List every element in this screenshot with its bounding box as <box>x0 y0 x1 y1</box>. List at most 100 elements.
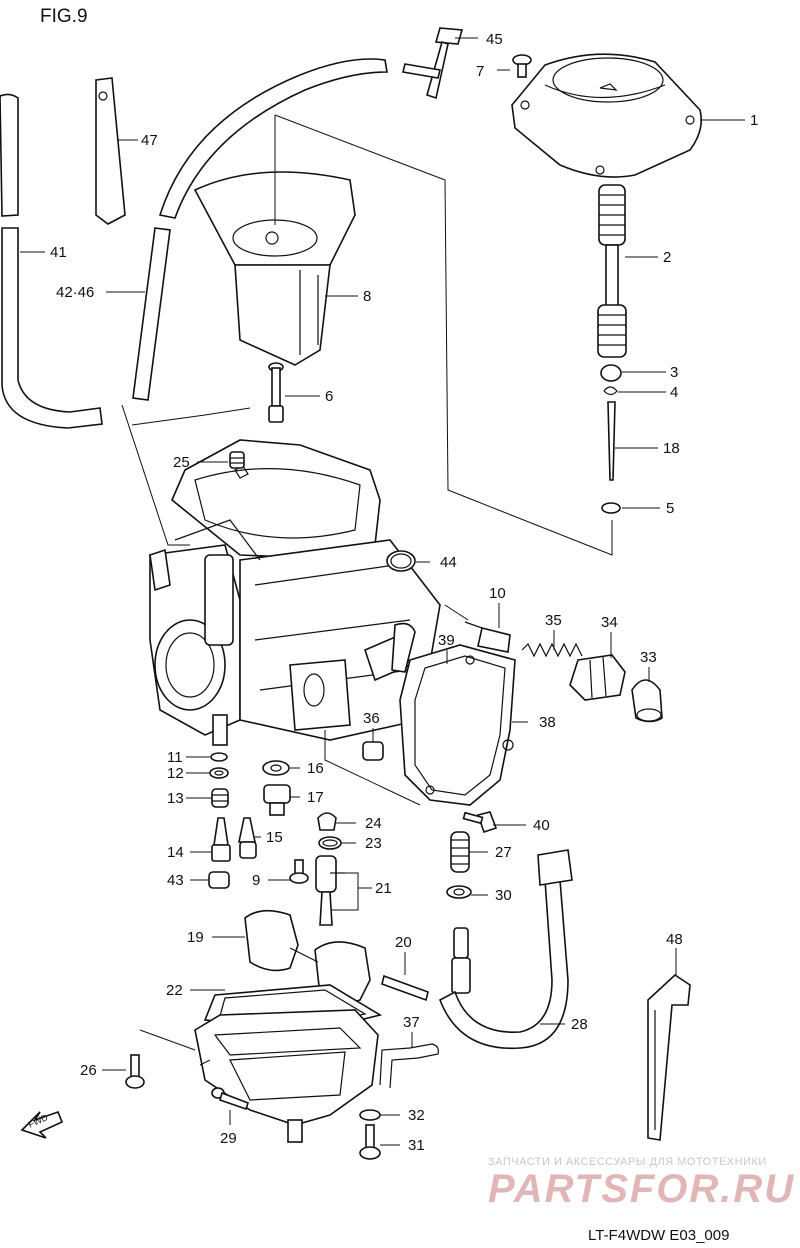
callout-9: 9 <box>252 872 260 889</box>
bracket-37 <box>379 1043 439 1089</box>
callout-labels: 45 7 1 47 41 42·46 8 2 3 4 6 18 25 5 44 … <box>50 31 758 1154</box>
callout-14: 14 <box>167 844 184 861</box>
callout-30: 30 <box>495 887 512 904</box>
hose-clamp-48 <box>647 973 691 1141</box>
jet-15 <box>238 817 257 859</box>
screw-29 <box>211 1087 250 1111</box>
callout-48: 48 <box>666 931 683 948</box>
vent-hose-upper <box>158 58 388 219</box>
tee-fitting <box>402 27 464 100</box>
washer-32 <box>359 1109 381 1121</box>
callout-15: 15 <box>266 829 283 846</box>
callout-29: 29 <box>220 1130 237 1147</box>
pilot-jet-14 <box>211 817 231 862</box>
washer-30 <box>446 885 472 899</box>
callout-43: 43 <box>167 872 184 889</box>
callout-1: 1 <box>750 112 758 129</box>
cap-24 <box>317 812 337 831</box>
forward-arrow: FWD <box>20 1110 64 1139</box>
callout-24: 24 <box>365 815 382 832</box>
callout-12: 12 <box>167 765 184 782</box>
washer-16 <box>262 760 290 776</box>
callout-4: 4 <box>670 384 678 401</box>
carburetor-top-cap <box>511 53 703 178</box>
watermark-subtitle: ЗАПЧАСТИ И АКСЕССУАРЫ ДЛЯ МОТОТЕХНИКИ <box>488 1156 767 1168</box>
callout-19: 19 <box>187 929 204 946</box>
callout-44: 44 <box>440 554 457 571</box>
o-ring-23 <box>318 836 342 850</box>
callout-7: 7 <box>476 63 484 80</box>
cap-33 <box>631 679 663 723</box>
footer-code: LT-F4WDW E03_009 <box>588 1227 729 1244</box>
spring-27 <box>450 831 470 873</box>
callout-36: 36 <box>363 710 380 727</box>
callout-22: 22 <box>166 982 183 999</box>
callout-32: 32 <box>408 1107 425 1124</box>
callout-13: 13 <box>167 790 184 807</box>
pilot-screw-10 <box>464 621 511 653</box>
callout-17: 17 <box>307 789 324 806</box>
callout-26: 26 <box>80 1062 97 1079</box>
cover-screw-40 <box>462 811 498 834</box>
body-screw-25 <box>229 451 245 469</box>
screw-26 <box>125 1054 145 1089</box>
callout-38: 38 <box>539 714 556 731</box>
pump-cover <box>399 644 516 806</box>
callout-34: 34 <box>601 614 618 631</box>
float-pin-20 <box>381 974 429 1002</box>
watermark-logo: PARTSFOR.RU <box>488 1167 795 1211</box>
callout-3: 3 <box>670 364 678 381</box>
callout-35: 35 <box>545 612 562 629</box>
leader-lines <box>20 37 745 1146</box>
cap-screw <box>512 54 532 78</box>
callout-6: 6 <box>325 388 333 405</box>
screw-9 <box>289 859 309 884</box>
callout-8: 8 <box>363 288 371 305</box>
overflow-hose-top <box>0 93 19 217</box>
plug-36 <box>362 741 384 761</box>
main-jet-holder-17 <box>263 784 291 816</box>
callout-42-46: 42·46 <box>56 284 94 301</box>
hose-clamp-47 <box>95 77 126 225</box>
piston-screw <box>268 362 284 423</box>
assembly-lines <box>121 114 613 1066</box>
adjuster-34 <box>569 654 626 701</box>
callout-5: 5 <box>666 500 674 517</box>
callout-21: 21 <box>375 880 392 897</box>
vent-hose-42-46 <box>132 227 171 401</box>
spring-13 <box>211 788 229 808</box>
callout-20: 20 <box>395 934 412 951</box>
o-ring-12 <box>209 767 229 779</box>
callout-28: 28 <box>571 1016 588 1033</box>
callout-31: 31 <box>408 1137 425 1154</box>
callout-23: 23 <box>365 835 382 852</box>
callout-25: 25 <box>173 454 190 471</box>
carburetor-body <box>149 439 441 746</box>
callout-45: 45 <box>486 31 503 48</box>
drain-screw-31 <box>359 1124 381 1160</box>
needle-clip-washer <box>600 364 622 382</box>
callout-2: 2 <box>663 249 671 266</box>
callout-27: 27 <box>495 844 512 861</box>
figure-label: FIG.9 <box>40 6 88 27</box>
washer-11 <box>210 752 228 762</box>
overflow-hose-41 <box>1 227 103 429</box>
spring-35 <box>521 642 583 658</box>
callout-39: 39 <box>438 632 455 649</box>
watermark: ЗАПЧАСТИ И АКСЕССУАРЫ ДЛЯ МОТОТЕХНИКИ PA… <box>488 1156 795 1211</box>
callout-11: 11 <box>167 749 183 766</box>
plug-43 <box>208 871 230 889</box>
jet-needle <box>607 401 616 481</box>
callout-18: 18 <box>663 440 680 457</box>
float-valve-21 <box>315 855 345 926</box>
spring-needle-assembly <box>597 184 627 358</box>
float-bowl <box>194 1009 379 1143</box>
callout-33: 33 <box>640 649 657 666</box>
callout-47: 47 <box>141 132 158 149</box>
drain-hose-28 <box>438 849 573 1050</box>
needle-washer <box>601 502 621 514</box>
callout-40: 40 <box>533 817 550 834</box>
callout-10: 10 <box>489 585 506 602</box>
callout-41: 41 <box>50 244 67 261</box>
